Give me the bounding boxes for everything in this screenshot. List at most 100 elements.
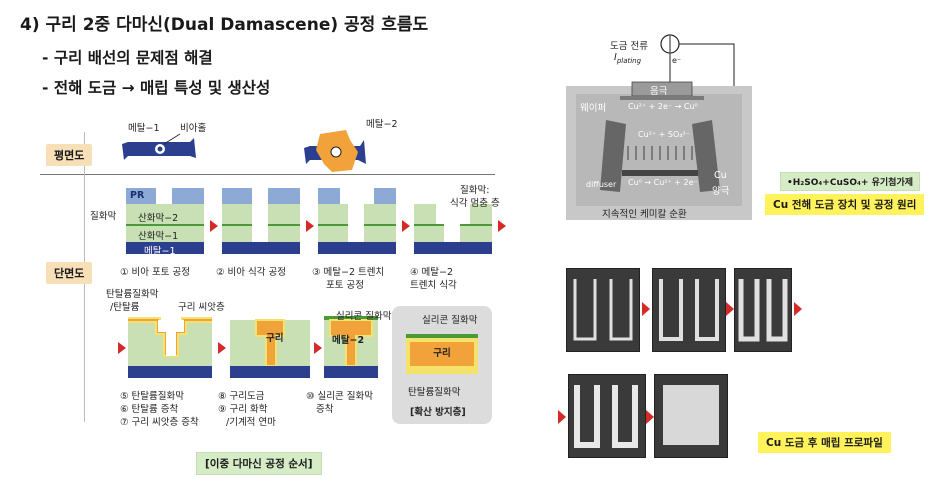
anode-label-2: 양극 xyxy=(712,186,730,197)
sem-arrow-4 xyxy=(558,410,566,424)
process-diagram: 평면도 단면도 메탈−1 비아홀 메탈−2 xyxy=(40,112,506,432)
oxide1-label: 산화막−1 xyxy=(138,231,179,242)
diffusion-sin-label: 실리콘 질화막 xyxy=(422,315,478,326)
step-1-caption: ① 비아 포토 공정 xyxy=(120,267,191,278)
step-3-caption-b: 포토 공정 xyxy=(326,280,364,291)
step-8-caption: ⑧ 구리도금 xyxy=(218,391,265,402)
cu-seed-label: 구리 씨앗층 xyxy=(178,302,225,313)
fill-profile-caption: Cu 도금 후 매립 프로파일 xyxy=(758,432,891,453)
plan-metal2-label: 메탈−2 xyxy=(366,119,398,130)
sem-trench-3 xyxy=(738,279,788,342)
metal1-label: 메탈−1 xyxy=(144,246,176,257)
arrow-7 xyxy=(314,342,322,354)
step-10-caption: ⑩ 실리콘 질화막 xyxy=(306,391,373,402)
sem-image-3 xyxy=(734,268,792,352)
metal2-label: 메탈−2 xyxy=(332,335,365,346)
arrow-4 xyxy=(498,220,506,232)
step4-stack xyxy=(414,204,492,254)
metal2-via-circle xyxy=(330,146,342,158)
sem-trench-1 xyxy=(573,279,633,341)
via-leader-line xyxy=(163,133,181,145)
plan-view-tag: 평면도 xyxy=(46,144,93,166)
sem-arrow-3 xyxy=(794,302,802,316)
etch-stop-label-2: 식각 멈춤 층 xyxy=(450,198,500,209)
plating-current-symbol: Iplating xyxy=(614,52,642,65)
pr-label: PR xyxy=(130,190,145,201)
nitride-label: 질화막 xyxy=(90,211,117,222)
sem-arrow-5 xyxy=(646,410,654,424)
diffusion-copper-label: 구리 xyxy=(410,342,474,366)
plan-view-drawing xyxy=(122,130,366,172)
diffuser-label: diffuser xyxy=(586,180,617,189)
step3-stack xyxy=(318,188,396,254)
section-row-2 xyxy=(118,316,378,378)
step5-stack xyxy=(128,317,212,378)
step-7-caption: ⑦ 구리 씨앗층 증착 xyxy=(120,417,199,428)
sem-arrow-2 xyxy=(726,302,734,316)
step-9-caption-b: /기계적 연마 xyxy=(226,417,276,428)
divider-line xyxy=(40,174,495,175)
step-9-caption: ⑨ 구리 화학 xyxy=(218,404,268,415)
wafer-plate xyxy=(620,96,704,100)
step2-stack xyxy=(222,188,300,254)
bullet-2: - 전해 도금 → 매립 특성 및 생산성 xyxy=(42,79,271,97)
plating-current-label: 도금 전류 xyxy=(610,41,648,52)
bullet-1: - 구리 배선의 문제점 해결 xyxy=(42,49,213,67)
chemistry-label: •H₂SO₄+CuSO₄+ 유기첨가제 xyxy=(780,172,921,191)
diffusion-caption: [확산 방지층] xyxy=(410,407,466,418)
sem-trench-4 xyxy=(574,385,638,448)
arrow-5 xyxy=(118,342,126,354)
step10-stack xyxy=(324,316,378,378)
sem-image-5 xyxy=(654,374,728,458)
section-view-tag: 단면도 xyxy=(46,262,93,284)
diffuser-plate xyxy=(622,170,698,176)
anode-label-1: Cu xyxy=(714,170,727,181)
step-5-caption: ⑤ 탄탈륨질화막 xyxy=(120,391,184,402)
step-4-caption-b: 트렌치 식각 xyxy=(410,280,457,291)
diffuser-left xyxy=(600,120,626,192)
plan-metal1-label: 메탈−1 xyxy=(128,123,160,134)
arrow-3 xyxy=(402,220,410,232)
step-2-caption: ② 비아 식각 공정 xyxy=(216,267,287,278)
sem-image-2 xyxy=(652,268,726,352)
plan-via-label: 비아홀 xyxy=(180,123,207,134)
sin-label: 실리콘 질화막 xyxy=(336,311,392,322)
diffusion-tan-label: 탄탈륨질화막 xyxy=(408,387,461,398)
sem-image-4 xyxy=(568,374,646,458)
reaction-cathode: Cu²⁺ + 2e⁻ → Cu⁰ xyxy=(628,102,698,111)
step1-stack xyxy=(126,188,204,254)
tan-label-2: /탄탈륨 xyxy=(110,302,140,313)
etch-stop-label-1: 질화막: xyxy=(460,185,490,196)
copper-label: 구리 xyxy=(266,333,284,344)
step-4-caption-a: ④ 메탈−2 xyxy=(410,267,454,278)
diffusion-barrier-box: 실리콘 질화막 구리 탄탈륨질화막 [확산 방지층] xyxy=(392,306,492,424)
step-3-caption-a: ③ 메탈−2 트렌치 xyxy=(312,267,385,278)
electron-label: e⁻ xyxy=(672,56,682,65)
page-title: 4) 구리 2중 다마신(Dual Damascene) 공정 흐름도 xyxy=(20,15,429,35)
wafer-label: 웨이퍼 xyxy=(580,103,607,114)
via-hole-center xyxy=(157,146,163,152)
plating-apparatus xyxy=(566,34,752,220)
step-6-caption: ⑥ 탄탈륨 증착 xyxy=(120,404,179,415)
anode-right xyxy=(692,120,720,192)
diffusion-stack: 구리 xyxy=(406,334,478,374)
reaction-electrolyte: Cu²⁺ + SO₄²⁻ xyxy=(638,130,690,139)
plating-diagram: 도금 전류 Iplating e⁻ 음극 웨이퍼 Cu²⁺ + 2e⁻ → Cu… xyxy=(566,20,756,220)
arrow-2 xyxy=(306,220,314,232)
sem-trench-5 xyxy=(663,385,719,445)
cathode-label: 음극 xyxy=(650,86,668,97)
reaction-anode: Cu⁰ → Cu²⁺ + 2e⁻ xyxy=(628,178,698,187)
sem-image-1 xyxy=(566,268,640,352)
sem-arrow-1 xyxy=(642,302,650,316)
plating-caption: Cu 전해 도금 장치 및 공정 원리 xyxy=(765,194,925,215)
arrow-1 xyxy=(210,220,218,232)
circulation-label: 지속적인 케미칼 순환 xyxy=(602,209,687,220)
tan-label-1: 탄탈륨질화막 xyxy=(106,289,159,300)
oxide2-label: 산화막−2 xyxy=(138,213,179,224)
sequence-caption: [이중 다마신 공정 순서] xyxy=(196,452,322,475)
sem-trench-2 xyxy=(659,279,719,341)
arrow-6 xyxy=(218,342,226,354)
section-row-1 xyxy=(126,188,506,254)
step8-stack xyxy=(230,319,310,378)
step-10-caption-b: 증착 xyxy=(316,404,334,415)
